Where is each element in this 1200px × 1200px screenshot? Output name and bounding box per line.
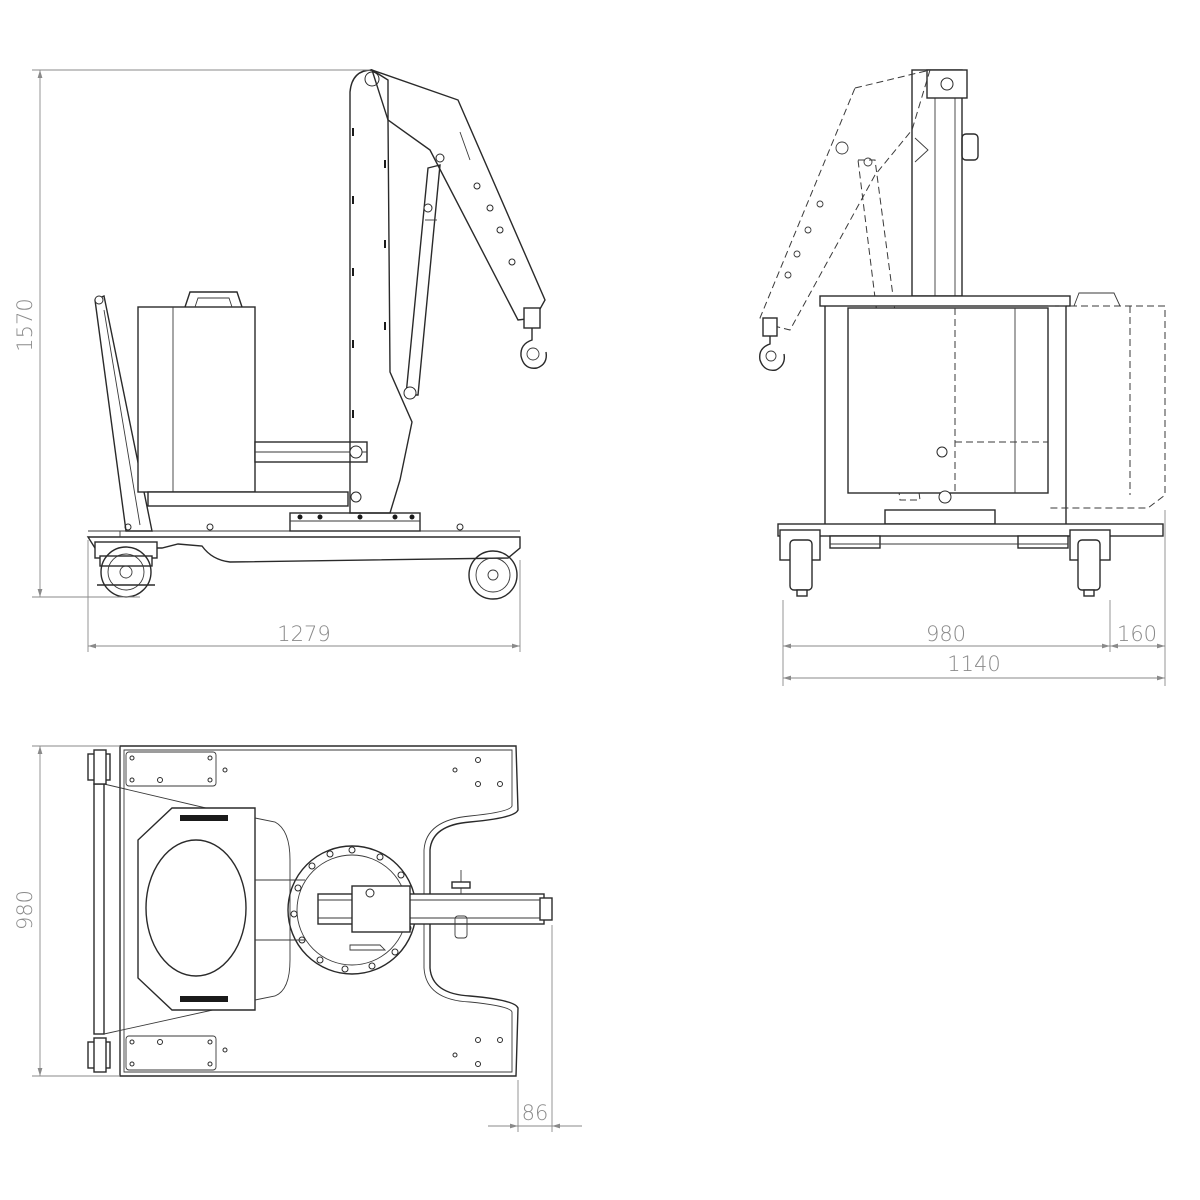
side-view: [86, 68, 547, 600]
dimension-height-label: 1570: [13, 298, 37, 351]
dimension-rear-width: 980: [782, 510, 1166, 686]
rear-base: [777, 523, 1164, 537]
dimension-overhang-label: 160: [1117, 622, 1157, 646]
dimension-total-width: 1140: [783, 652, 1165, 681]
swung-boom-dashed: [759, 69, 931, 331]
counterweight: [137, 291, 256, 493]
top-counterweight: [137, 807, 291, 1011]
dimension-overhang: 160: [1110, 622, 1165, 649]
rear-left-wheel: [779, 529, 821, 597]
dimension-top-width: 980: [13, 745, 120, 1077]
top-chassis: [119, 745, 519, 1077]
lifting-hook: [520, 307, 547, 369]
rotated-counterweight-dashed: [1048, 305, 1166, 509]
rear-rotating-plate: [884, 509, 996, 525]
dimension-offset-label: 86: [522, 1101, 549, 1125]
top-rear-bar: [93, 783, 105, 1035]
boom: [370, 68, 546, 321]
top-caster-lower: [87, 1037, 111, 1073]
dimension-length-label: 1279: [277, 622, 330, 646]
rear-right-wheel: [1069, 529, 1111, 597]
rotating-plate: [289, 512, 421, 532]
rear-mast: [911, 69, 963, 297]
rear-hook: [759, 317, 786, 371]
front-wheel: [468, 550, 518, 600]
dimension-rear-width-label: 980: [926, 622, 966, 646]
dimension-top-width-label: 980: [13, 890, 37, 930]
rear-caster-wheel: [94, 541, 158, 598]
dimension-total-width-label: 1140: [947, 652, 1000, 676]
top-view: [87, 745, 553, 1077]
rear-top-bar: [819, 295, 1071, 307]
rear-view: [759, 69, 1166, 597]
dimension-height: 1570: [13, 69, 370, 598]
dimension-length: 1279: [87, 540, 521, 652]
top-caster-upper: [87, 749, 111, 785]
base-chassis: [86, 536, 521, 563]
rear-counterweight: [847, 307, 1049, 494]
top-boom: [317, 870, 553, 951]
dimension-offset: 86: [488, 925, 582, 1132]
hydraulic-ram: [405, 164, 441, 396]
